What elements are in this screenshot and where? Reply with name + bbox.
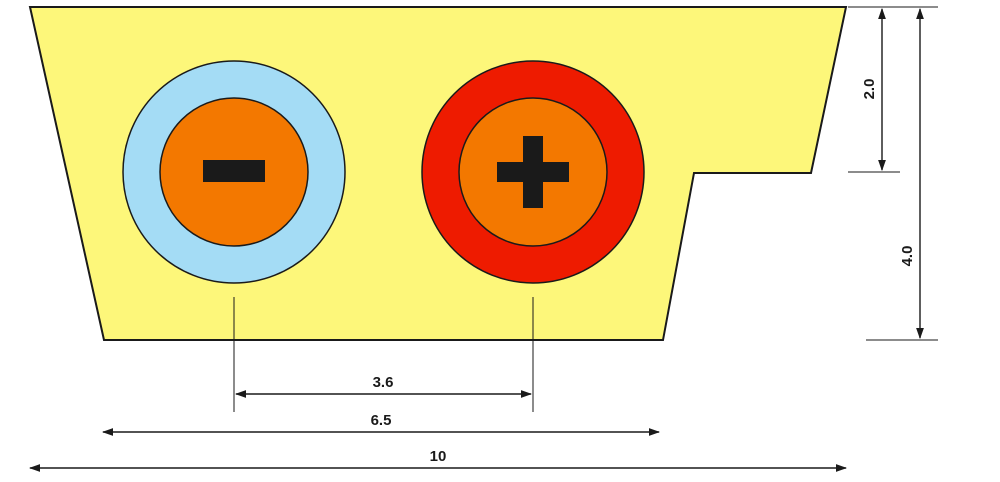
positive-terminal [421, 60, 645, 284]
dimension-label-total-height: 4.0 [899, 246, 916, 267]
dimension-label-top-width: 10 [430, 448, 447, 465]
minus-icon [203, 160, 265, 182]
plus-icon [497, 136, 569, 208]
dimension-label-base-width: 6.5 [371, 412, 392, 429]
dimension-label-terminal-spacing: 3.6 [373, 374, 394, 391]
dimension-label-step-height: 2.0 [861, 79, 878, 100]
negative-terminal [122, 60, 346, 284]
